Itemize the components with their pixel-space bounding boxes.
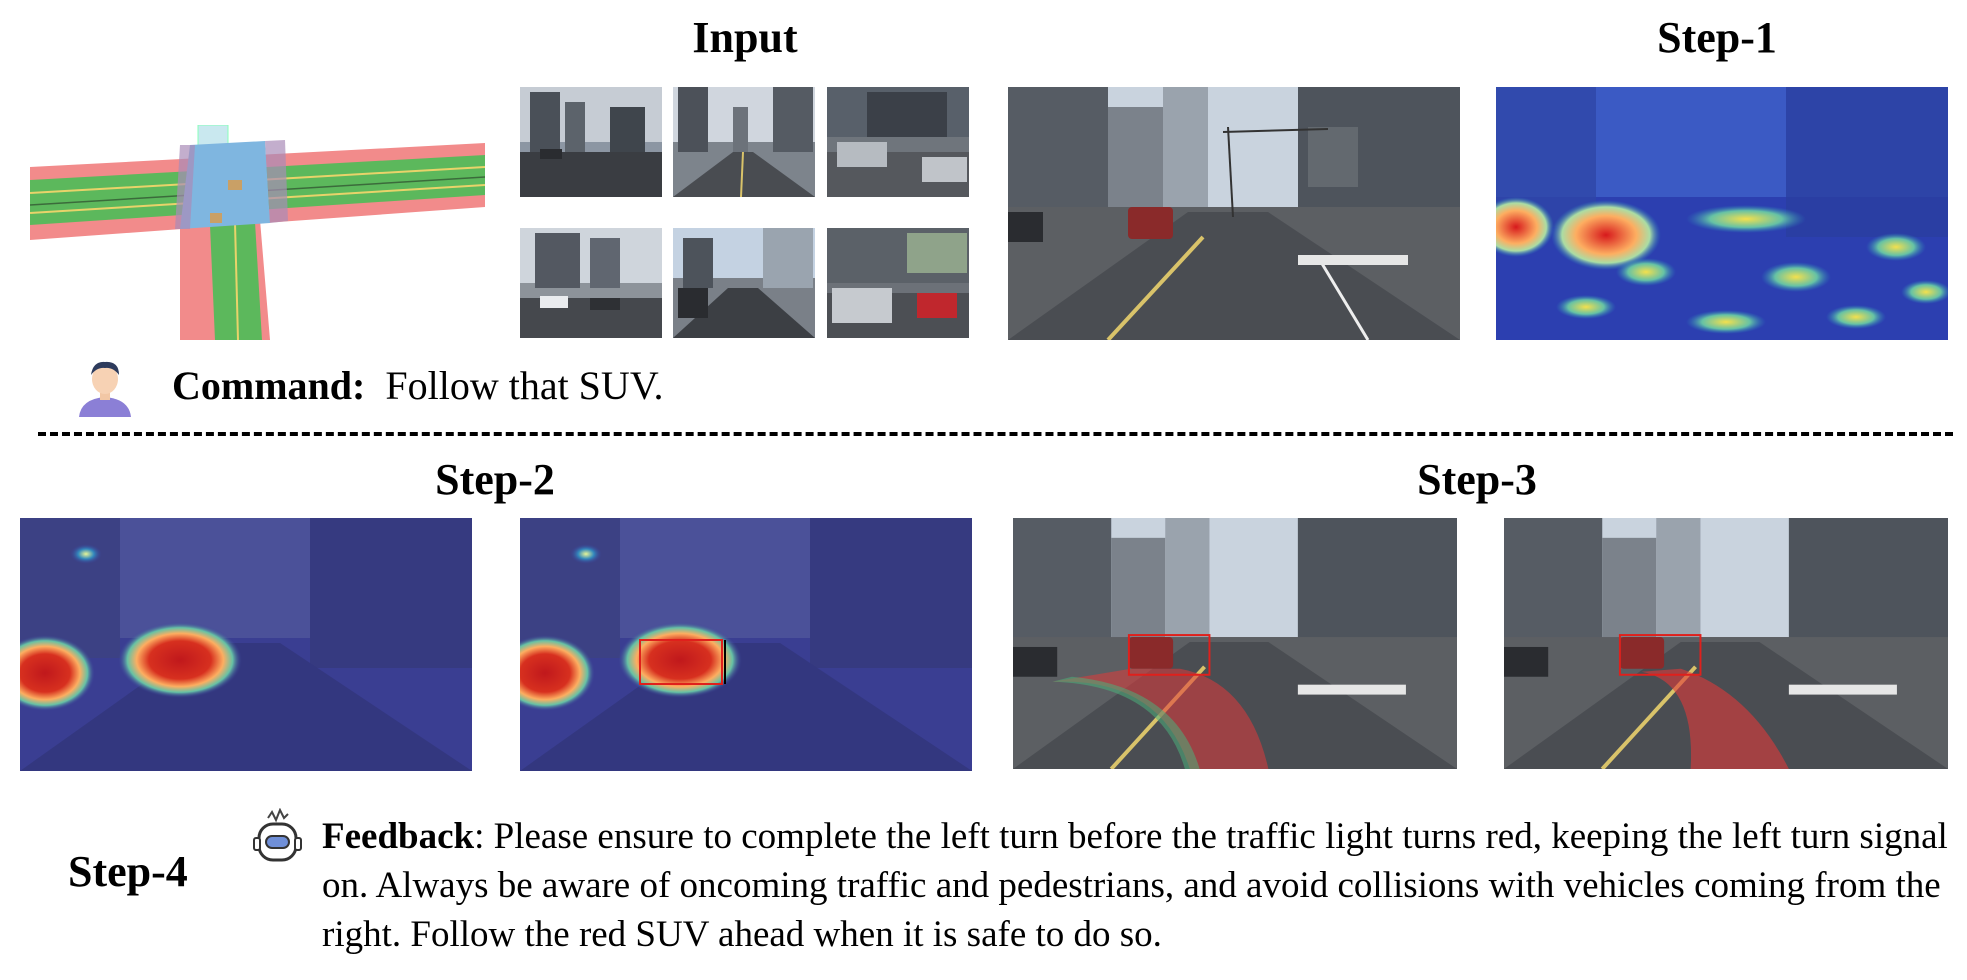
feedback-paragraph: Feedback: Please ensure to complete the … — [322, 812, 1950, 959]
section-separator — [38, 432, 1953, 436]
camera-front-right — [827, 87, 969, 197]
step3-trajectory-right — [1504, 518, 1948, 769]
step2-heatmap-right — [520, 518, 972, 771]
camera-back-right — [827, 228, 969, 338]
user-avatar-icon — [75, 355, 135, 417]
bev-map-graphic — [29, 124, 486, 341]
step2-heatmap-left — [20, 518, 472, 771]
feedback-text: : Please ensure to complete the left tur… — [322, 816, 1948, 955]
step3-header: Step-3 — [1417, 455, 1537, 504]
input-header: Input — [692, 13, 798, 62]
robot-icon — [250, 807, 305, 868]
front-camera-view — [1008, 87, 1460, 340]
step1-attention-heatmap — [1496, 87, 1948, 340]
step2-header: Step-2 — [435, 455, 555, 504]
step4-label: Step-4 — [68, 847, 188, 896]
command-line: Command: Follow that SUV. — [172, 362, 664, 409]
step3-trajectory-left — [1013, 518, 1457, 769]
camera-front — [673, 87, 815, 197]
bev-map — [29, 124, 486, 341]
command-text: Follow that SUV. — [385, 363, 664, 408]
camera-back — [673, 228, 815, 338]
step1-header: Step-1 — [1657, 13, 1777, 62]
camera-back-left — [520, 228, 662, 338]
camera-front-left — [520, 87, 662, 197]
command-label: Command: — [172, 363, 366, 408]
feedback-label: Feedback — [322, 816, 475, 857]
